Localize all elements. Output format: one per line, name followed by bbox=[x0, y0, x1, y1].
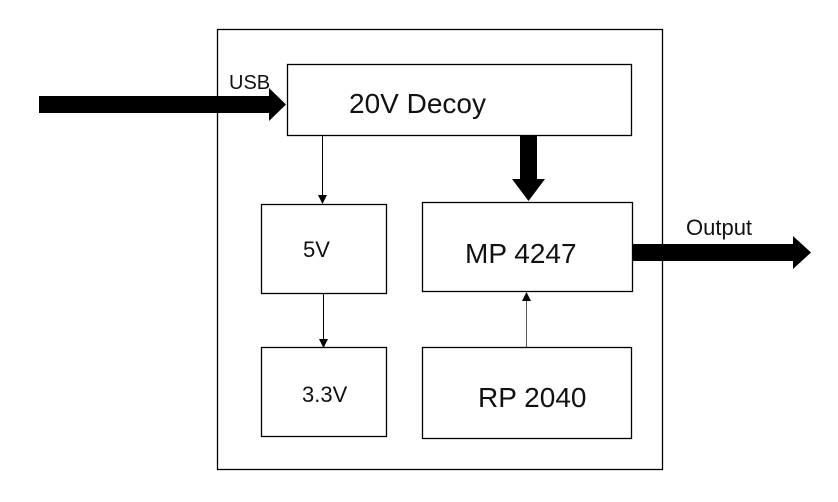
rp2040-label: RP 2040 bbox=[478, 382, 586, 413]
mp4247-label: MP 4247 bbox=[465, 238, 577, 269]
decoy-block bbox=[286, 63, 633, 137]
usb-label: USB bbox=[229, 72, 270, 94]
rp2040-block bbox=[421, 346, 633, 440]
usb-input-arrow bbox=[39, 88, 286, 121]
output-label: Output bbox=[686, 215, 752, 240]
3v3-label: 3.3V bbox=[302, 382, 348, 407]
3v3-block bbox=[260, 346, 388, 438]
decoy-to-5v-arrowhead bbox=[318, 195, 327, 204]
mp4247-block bbox=[421, 201, 634, 293]
decoy-to-mp-arrow bbox=[512, 136, 545, 201]
5v-label: 5V bbox=[303, 237, 330, 262]
output-arrow bbox=[633, 236, 811, 269]
5v-block bbox=[260, 203, 388, 295]
rp-to-mp-arrowhead bbox=[522, 292, 531, 301]
decoy-label: 20V Decoy bbox=[349, 88, 486, 119]
5v-to-3v3-arrowhead bbox=[319, 339, 328, 348]
